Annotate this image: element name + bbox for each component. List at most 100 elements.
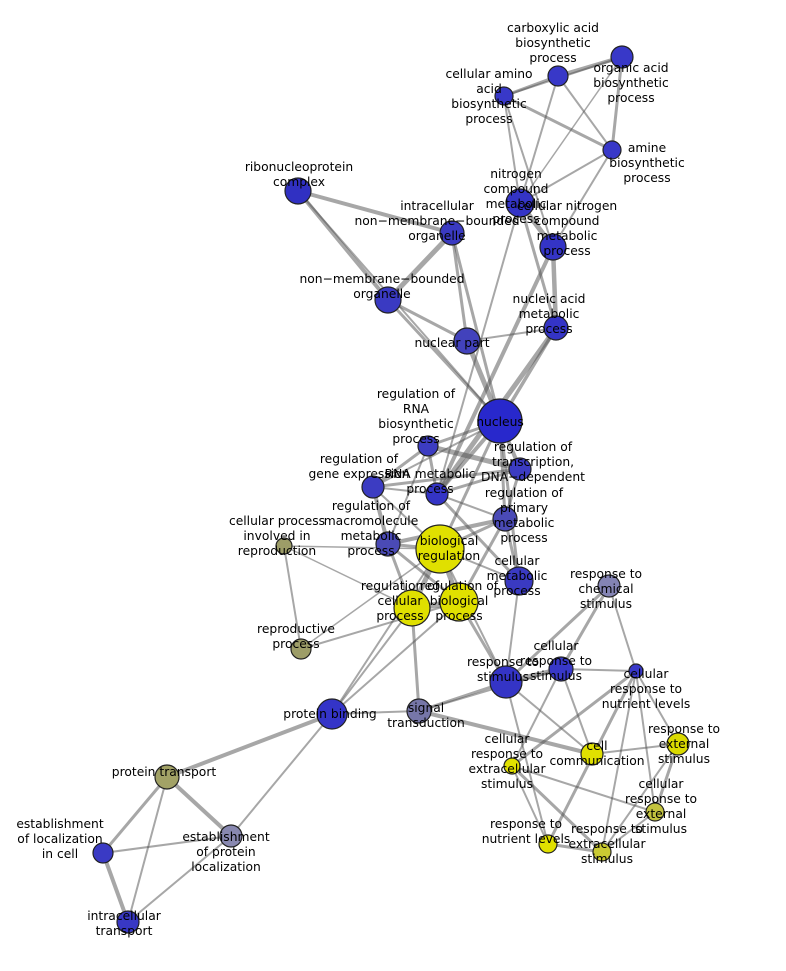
graph-edge-amine-cell_nitrogen	[552, 149, 613, 248]
graph-edge-cell_resp_extracell-resp_extracell	[510, 764, 604, 854]
graph-node-reg_biological[interactable]: regulation of biological process	[439, 582, 479, 622]
graph-edge-reproductive-reg_biological	[300, 601, 460, 650]
graph-edge-protein_transport-intra_transport	[127, 776, 168, 923]
graph-node-protein_binding[interactable]: protein binding	[316, 698, 348, 730]
graph-node-biol_reg[interactable]: biological regulation	[415, 524, 465, 574]
graph-edge-cell_resp_extracell-resp_nutrient	[511, 765, 549, 845]
node-label-protein_transport: protein transport	[112, 765, 217, 779]
graph-node-nuclear_part[interactable]: nuclear part	[453, 327, 481, 355]
graph-node-reg_gene[interactable]: regulation of gene expression	[361, 475, 385, 499]
graph-node-nitrogen[interactable]: nitrogen compound metabolic process	[505, 188, 535, 218]
graph-edge-protein_binding-reg_cellular	[331, 607, 413, 715]
graph-node-reg_macro[interactable]: regulation of macromolecule metabolic pr…	[375, 531, 401, 557]
graph-node-rnp[interactable]: ribonucleoprotein complex	[284, 177, 312, 205]
graph-node-reg_cellular[interactable]: regulation of cellular process	[393, 589, 431, 627]
graph-edge-rnp-intra_nmb	[296, 189, 454, 235]
graph-node-response_stimulus[interactable]: response to stimulus	[489, 665, 523, 699]
graph-node-nucleic[interactable]: nucleic acid metabolic process	[543, 315, 569, 341]
edge-layer	[101, 55, 680, 924]
graph-edge-resp_external-cell_comm	[591, 743, 679, 755]
graph-edge-est_loc_cell-intra_transport	[101, 851, 130, 924]
graph-edge-cpr-biol_reg	[283, 545, 441, 550]
graph-node-cell_resp_extracell[interactable]: cellular response to extracellular stimu…	[503, 757, 521, 775]
graph-edge-cell_comm-signal_transduction	[417, 709, 594, 756]
graph-node-rna_met[interactable]: RNA metabolic process	[425, 482, 449, 506]
graph-node-cell_resp_external[interactable]: cellular response to external stimulus	[645, 802, 665, 822]
graph-node-chem[interactable]: response to chemical stimulus	[597, 574, 621, 598]
graph-node-nucleus[interactable]: nucleus	[477, 398, 523, 444]
graph-node-cell_amino[interactable]: cellular amino acid biosynthetic process	[494, 86, 514, 106]
graph-edge-resp_external-resp_extracell	[601, 743, 679, 853]
graph-node-reg_transcription[interactable]: regulation of transcription, DNA-depende…	[508, 457, 532, 481]
graph-edge-cell_met-response_stimulus	[505, 580, 520, 683]
graph-node-cell_resp_stimulus[interactable]: cellular response to stimulus	[548, 656, 574, 682]
graph-node-intra_nmb[interactable]: intracellular non-membrane-bounded organ…	[439, 220, 465, 246]
node-label-protein_binding: protein binding	[283, 707, 376, 721]
graph-node-carbox[interactable]: carboxylic acid biosynthetic process	[547, 65, 569, 87]
graph-node-resp_nutrient[interactable]: response to nutrient levels	[538, 834, 558, 854]
graph-edge-intra_nmb-nuclear_part	[450, 231, 469, 343]
graph-edge-amine-nitrogen	[519, 149, 613, 204]
graph-edge-cell_resp_external-resp_extracell	[601, 811, 656, 853]
graph-node-amine[interactable]: amine biosynthetic process	[602, 140, 622, 160]
graph-node-reproductive[interactable]: reproductive process	[290, 638, 312, 660]
graph-edge-cell_amino-nitrogen	[503, 95, 521, 204]
graph-node-cell_comm[interactable]: cell communication	[580, 742, 604, 766]
graph-node-cell_met[interactable]: cellular metabolic process	[504, 566, 534, 596]
graph-node-non_mb[interactable]: non-membrane-bounded organelle	[374, 286, 402, 314]
node-label-nuclear_part: nuclear part	[414, 336, 489, 350]
graph-edge-non_mb-nuclear_part	[386, 298, 469, 343]
graph-node-est_loc_cell[interactable]: establishment of localization in cell	[92, 842, 114, 864]
graph-node-cell_nitrogen[interactable]: cellular nitrogen compound metabolic pro…	[539, 233, 567, 261]
graph-edge-response_stimulus-chem	[504, 584, 611, 684]
graph-node-est_prot_loc[interactable]: establishment of protein localization	[219, 824, 243, 848]
graph-node-protein_transport[interactable]: protein transport	[154, 764, 180, 790]
graph-edge-organic-amine	[610, 55, 624, 152]
graph-node-intra_transport[interactable]: intracellular transport	[116, 910, 140, 934]
graph-edge-cell_resp_nutrient-cell_resp_external	[635, 670, 656, 813]
graph-edge-protein_transport-est_prot_loc	[165, 775, 233, 838]
graph-node-resp_extracell[interactable]: response to extracellular stimulus	[592, 842, 612, 862]
graph-edge-est_loc_cell-est_prot_loc	[102, 835, 232, 854]
graph-edge-resp_nutrient-response_stimulus	[505, 681, 549, 845]
graph-node-cpr[interactable]: cellular process involved in reproductio…	[275, 537, 293, 555]
graph-node-resp_external[interactable]: response to external stimulus	[666, 732, 690, 756]
graph-node-organic[interactable]: organic acid biosynthetic process	[610, 45, 634, 69]
graph-edge-cell_resp_extracell-cell_resp_external	[511, 765, 656, 813]
graph-edge-carbox-amine	[557, 75, 613, 151]
graph-edge-cell_resp_stimulus-chem	[559, 584, 611, 671]
graph-node-reg_rna[interactable]: regulation of RNA biosynthetic process	[417, 435, 439, 457]
graph-edge-chem-cell_resp_nutrient	[608, 585, 637, 672]
graph-edge-rna_met-cell_met	[435, 492, 521, 583]
graph-node-cell_resp_nutrient[interactable]: cellular response to nutrient levels	[628, 663, 644, 679]
node-layer: carboxylic acid biosynthetic process orga…	[92, 45, 690, 934]
graph-edge-cell_amino-amine	[502, 94, 614, 152]
graph-edge-nuclear_part-nucleic	[466, 327, 557, 342]
graph-edge-protein_transport-est_loc_cell	[101, 775, 169, 855]
graph-node-signal_transduction[interactable]: signal transduction	[406, 698, 432, 724]
graph-node-reg_primary[interactable]: regulation of primary metabolic process	[492, 506, 518, 532]
node-label-nucleus: nucleus	[476, 415, 524, 429]
